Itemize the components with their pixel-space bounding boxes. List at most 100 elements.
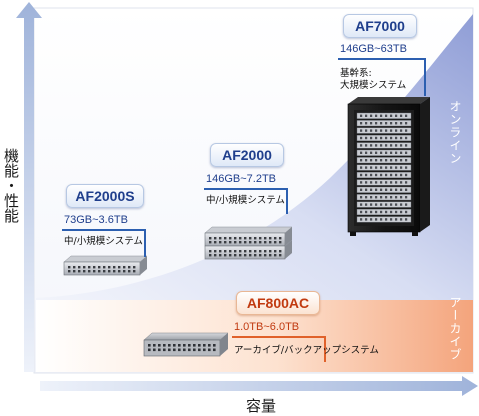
drive-bay (375, 144, 378, 147)
drive-bay (360, 114, 363, 117)
drive-bay (83, 270, 86, 273)
drive-bay (400, 159, 403, 162)
drive-bay (390, 181, 393, 184)
drive-bay (400, 144, 403, 147)
x-axis-arrow (40, 376, 478, 396)
rack-unit (356, 164, 412, 171)
drive-bay (390, 159, 393, 162)
rack-unit (356, 134, 412, 141)
drive-bay (133, 270, 136, 273)
drive-bay (365, 159, 368, 162)
drive-bay (224, 237, 227, 240)
drive-bay (395, 210, 398, 214)
drive-bay (264, 237, 267, 240)
drive-bay (209, 250, 212, 253)
drive-bay (103, 270, 106, 273)
drive-bay (153, 344, 156, 347)
drive-bay (380, 151, 383, 154)
drive-bay (385, 129, 388, 132)
drive-bay (385, 210, 388, 214)
af2000-description: 中/小規模システム (206, 195, 285, 206)
drive-bay (279, 241, 282, 244)
drive-bay (390, 122, 393, 125)
drive-bay (279, 254, 282, 257)
drive-bay (375, 129, 378, 132)
drive-bay (360, 136, 363, 140)
drive-bay (244, 241, 247, 244)
drive-bay (360, 129, 363, 132)
drive-bay (380, 129, 383, 132)
rack-unit (356, 179, 412, 186)
drive-bay (370, 129, 373, 132)
drive-bay (269, 241, 272, 244)
drive-bay (380, 136, 383, 140)
af2000-capacity: 146GB~7.2TB (206, 173, 277, 185)
drive-bay (380, 173, 383, 177)
drive-bay (405, 122, 408, 125)
drive-bay (405, 166, 408, 169)
drive-bay (360, 159, 363, 162)
drive-bay (365, 210, 368, 214)
drive-bay (375, 203, 378, 206)
drive-bay (178, 348, 181, 352)
af2000-label: AF2000 (210, 143, 284, 167)
drive-bay (380, 144, 383, 147)
drive-bay (405, 144, 408, 147)
drive-bay (405, 181, 408, 184)
drive-bay (113, 266, 116, 269)
drive-bay (168, 344, 171, 347)
drive-bay (360, 144, 363, 147)
drive-bay (249, 237, 252, 240)
drive-bay (108, 266, 111, 269)
drive-bay (375, 181, 378, 184)
drive-bay (108, 270, 111, 273)
rack-unit (356, 149, 412, 156)
drive-bay (365, 218, 368, 221)
drive-bay (360, 196, 363, 199)
drive-bay (198, 344, 201, 347)
drive-bay (193, 344, 196, 347)
drive-bay (219, 241, 222, 244)
drive-bay (244, 250, 247, 253)
drive-bay (405, 159, 408, 162)
drive-bay (395, 144, 398, 147)
drive-bay (214, 254, 217, 257)
x-axis-title: 容量 (245, 397, 276, 415)
drive-bay (133, 266, 136, 269)
drive-bay (405, 114, 408, 117)
rack-unit (356, 142, 412, 149)
drive-bay (68, 266, 71, 269)
drive-bay (88, 270, 91, 273)
rack-unit (356, 157, 412, 164)
af7000-capacity: 146GB~63TB (340, 43, 407, 55)
drive-bay (390, 203, 393, 206)
drive-bay (380, 196, 383, 199)
drive-bay (405, 129, 408, 132)
drive-bay (390, 151, 393, 154)
y-axis-arrow (16, 2, 42, 372)
drive-bay (370, 188, 373, 191)
online-zone-label: オンライン (448, 100, 462, 165)
drive-bay (259, 237, 262, 240)
drive-bay (400, 173, 403, 177)
drive-bay (78, 266, 81, 269)
drive-bay (370, 114, 373, 117)
drive-bay (390, 218, 393, 221)
drive-bay (365, 173, 368, 177)
drive-bay (219, 254, 222, 257)
drive-bay (380, 159, 383, 162)
af800ac-bracket (232, 336, 326, 362)
drive-bay (360, 173, 363, 177)
drive-bay (213, 348, 216, 352)
drive-bay (395, 114, 398, 117)
drive-bay (128, 266, 131, 269)
drive-bay (380, 166, 383, 169)
drive-bay (219, 237, 222, 240)
drive-bay (214, 241, 217, 244)
drive-bay (209, 237, 212, 240)
drive-bay (188, 348, 191, 352)
drive-bay (370, 203, 373, 206)
drive-bay (264, 254, 267, 257)
drive-bay (365, 129, 368, 132)
